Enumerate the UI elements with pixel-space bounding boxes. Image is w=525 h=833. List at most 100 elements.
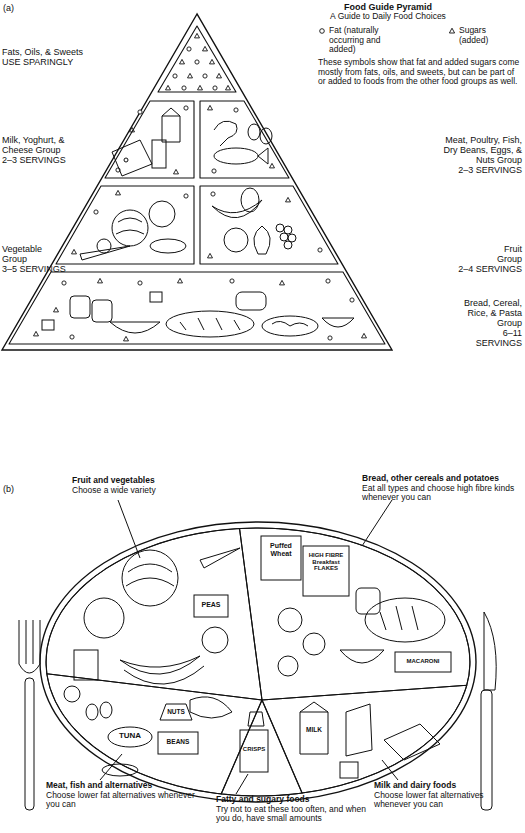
fat-symbol <box>184 106 188 110</box>
knife-drawing <box>481 612 496 810</box>
legend-text: Fat (naturally occurring and added) <box>329 26 391 55</box>
dairy-foods <box>300 702 440 778</box>
pyramid-compartment <box>9 272 385 344</box>
group-heading: Fats, Oils, & Sweets <box>2 47 114 57</box>
advice-text: Choose lower fat alternatives whenever y… <box>46 791 196 810</box>
fork-neck <box>19 664 40 673</box>
fat-symbol <box>211 192 215 196</box>
fat-symbol <box>184 194 188 198</box>
outline-canvas <box>198 184 525 266</box>
group-heading: Fruit Group <box>482 244 522 264</box>
bread-sector: Bread, other cereals and potatoesEat all… <box>238 472 524 702</box>
carrot-drawing <box>200 548 240 568</box>
text-column: Fatty and sugary foodsTry not to eat the… <box>216 795 372 824</box>
jam-jar <box>248 712 264 726</box>
sugar-symbol <box>198 85 203 90</box>
fruit-vegetable-foods <box>64 548 240 702</box>
advice-text: Eat all types and choose high fibre kind… <box>362 484 522 503</box>
fat-symbol <box>320 29 325 34</box>
pyramid-compartment <box>56 186 194 264</box>
group-heading: Bread, Cereal, Rice, & Pasta Group <box>456 298 522 328</box>
vegetable-tier: Vegetable Group3–5 SERVINGS <box>0 184 198 266</box>
fish-drawing <box>214 148 258 164</box>
text-column: Fats, Oils, & SweetsUSE SPARINGLY <box>2 47 114 67</box>
crisps-packet <box>240 730 268 772</box>
tomato-drawing <box>97 239 111 253</box>
potato-drawing <box>303 633 325 655</box>
package-label: MACARONI <box>396 658 450 665</box>
grape-drawing <box>276 224 284 232</box>
chicken-drawing <box>214 121 237 146</box>
cabbage-leaves <box>126 564 174 586</box>
text-column: Bread, Cereal, Rice, & Pasta Group6–11 S… <box>452 298 522 348</box>
fat-symbol <box>203 74 207 78</box>
fat-symbol <box>187 47 191 51</box>
pyramid-compartment <box>105 101 194 178</box>
pear-drawing <box>254 226 270 254</box>
group-heading: Fatty and sugary foods <box>216 795 372 805</box>
panel-label: (b) <box>3 484 27 494</box>
bread-cereal-foods <box>261 536 451 676</box>
milk-carton <box>300 702 328 754</box>
meat-sector: Meat, fish and alternativesChoose lower … <box>44 672 264 810</box>
sugar-symbol <box>226 85 231 90</box>
group-heading: Milk and dairy foods <box>374 781 522 791</box>
group-heading: Vegetable Group <box>2 244 52 264</box>
cauliflower-drawing <box>84 598 124 638</box>
fat-symbol <box>318 27 326 35</box>
sugar-symbol <box>208 105 213 110</box>
panel-label: (a) <box>3 3 27 13</box>
fat-symbol <box>212 169 216 173</box>
sugar-symbol <box>130 127 135 131</box>
sugar-symbol <box>180 59 185 64</box>
sugar-symbol <box>166 85 171 90</box>
leader-line <box>236 774 248 794</box>
cabbage-drawing <box>112 210 148 246</box>
sugar-symbol <box>286 197 291 202</box>
outline-canvas <box>238 472 524 702</box>
meat-tier: Meat, Poultry, Fish, Dry Beans, Eggs, & … <box>198 98 525 180</box>
bread-foods <box>42 292 354 337</box>
plate-sector <box>240 528 470 700</box>
fat-symbol <box>230 279 234 283</box>
corn-drawing <box>150 239 186 253</box>
milk-tier: Milk, Yoghurt, & Cheese Group2–3 SERVING… <box>0 98 198 180</box>
milk-dairy-sector: Milk and dairy foodsChoose lower fat alt… <box>260 683 524 813</box>
package-label: PEAS <box>196 601 226 609</box>
egg-drawing <box>100 702 112 718</box>
sugar-symbol <box>98 278 103 283</box>
fruit-foods <box>212 188 296 254</box>
legend-text: Sugars (added) <box>459 26 509 45</box>
tuna-can <box>108 727 152 747</box>
banana-drawing <box>212 200 262 218</box>
sugar-symbol <box>34 331 39 336</box>
egg-drawing <box>86 704 98 720</box>
cereal-box <box>303 546 349 596</box>
chicken-drawing <box>190 697 232 718</box>
potato-drawing <box>278 608 302 632</box>
package-label: HIGH FIBRE Breakfast FLAKES <box>305 552 347 572</box>
group-heading: Meat, Poultry, Fish, Dry Beans, Eggs, & … <box>430 135 522 165</box>
lettuce-drawing <box>149 201 175 227</box>
potato-drawing <box>278 656 298 676</box>
fruit-tier: Fruit Group2–4 SERVINGS <box>198 184 525 266</box>
pasta-plate <box>262 316 318 336</box>
sugar-symbol <box>208 253 213 258</box>
fat-symbol <box>62 281 66 285</box>
bread-slice <box>70 296 90 318</box>
plate-inner-rim <box>46 528 470 796</box>
fat-symbol <box>234 108 238 112</box>
subtitle: A Guide to Daily Food Choices <box>318 12 458 22</box>
leader-line <box>362 500 392 546</box>
sugar-symbol <box>217 73 222 78</box>
glass-drawing <box>152 140 166 168</box>
fat-symbol <box>182 86 186 90</box>
group-heading: Fruit and vegetables <box>72 476 224 486</box>
sugar-symbol <box>280 280 285 285</box>
group-heading: Bread, other cereals and potatoes <box>362 474 522 484</box>
text-column: Milk, Yoghurt, & Cheese Group2–3 SERVING… <box>2 135 82 165</box>
text-column: Meat, Poultry, Fish, Dry Beans, Eggs, & … <box>420 135 522 175</box>
fork-handle <box>25 678 34 810</box>
pyramid-compartment <box>158 26 236 92</box>
leader-line <box>118 500 140 558</box>
